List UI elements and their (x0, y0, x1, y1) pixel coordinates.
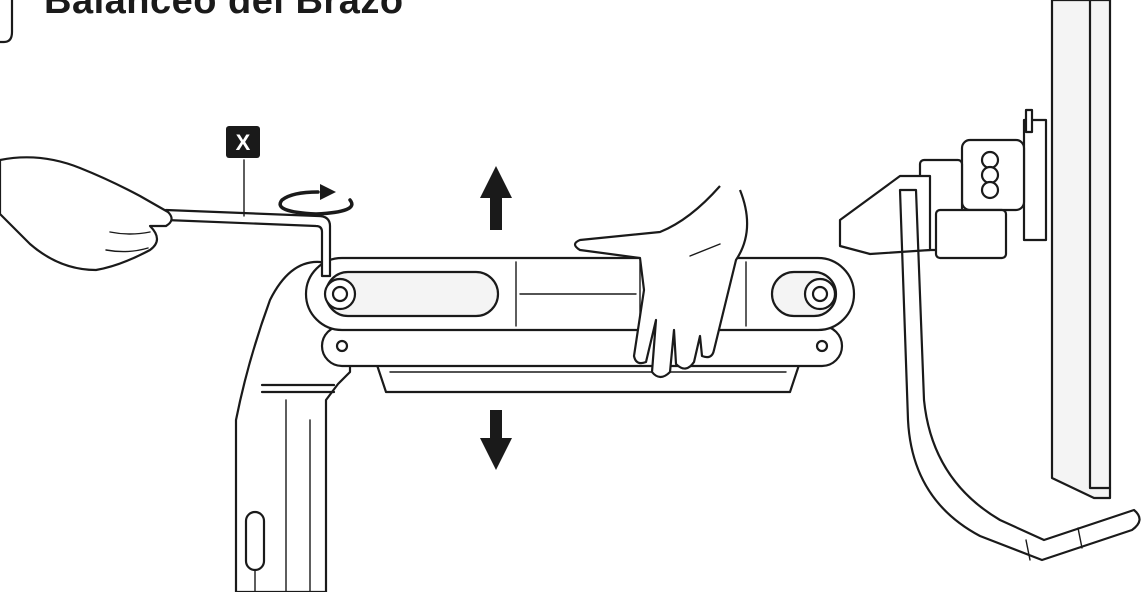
rotate-arrow-icon (278, 184, 354, 216)
monitor (1022, 0, 1112, 500)
tilt-head (838, 138, 1026, 260)
hex-key-tool (164, 208, 332, 278)
page-title: Balanceo del Brazo (44, 0, 404, 22)
right-hand (573, 185, 749, 379)
left-hand (0, 156, 173, 272)
monitor-arm (304, 256, 856, 394)
down-arrow-icon (480, 410, 512, 470)
title-frame-corner (0, 0, 14, 44)
up-arrow-icon (480, 166, 512, 230)
cable-handle (898, 188, 1141, 562)
tool-label: X (236, 130, 251, 155)
tool-label-badge: X (226, 126, 260, 158)
